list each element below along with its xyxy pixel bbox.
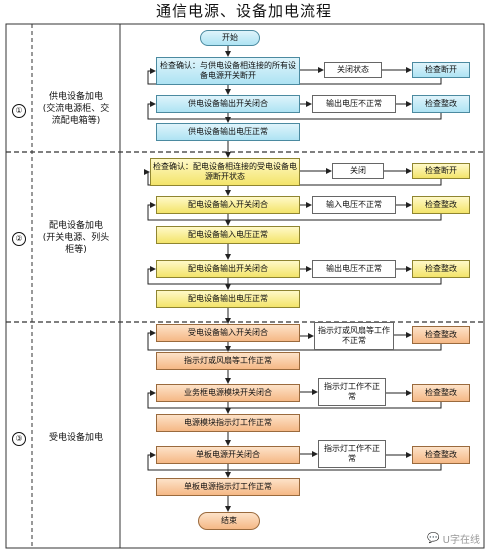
stage-3-number: ③ — [12, 432, 26, 446]
loop-back-arrow-3 — [144, 169, 442, 186]
stage3-light-fan-abnormal-node: 指示灯或风扇等工作不正常 — [314, 322, 394, 350]
loop-back-arrow-2 — [147, 101, 442, 120]
stage1-output-close-node: 供电设备输出开关闭合 — [156, 95, 300, 113]
diagram-title: 通信电源、设备加电流程 — [155, 2, 332, 20]
chat-bubble-icon: 💬 — [427, 533, 440, 544]
stage2-rectify-1-node: 检查整改 — [412, 196, 470, 214]
stage3-single-board-close-node: 单板电源开关闭合 — [156, 446, 300, 464]
stage2-fix-switch-node: 检查断开 — [412, 163, 470, 179]
stage-1-label: 供电设备加电 (交流电源柜、交 流配电箱等) — [42, 92, 110, 126]
stage2-output-abnormal-node: 输出电压不正常 — [312, 260, 396, 278]
watermark: 💬 U字在线 — [427, 531, 480, 546]
stage1-normal-node: 供电设备输出电压正常 — [156, 123, 300, 141]
loop-back-arrow-5 — [147, 266, 442, 285]
stage-2-number: ② — [12, 232, 26, 246]
stage3-rectify-2-node: 检查整改 — [412, 384, 470, 402]
stage-3-label: 受电设备加电 — [48, 433, 103, 443]
loop-back-arrow-7 — [147, 390, 442, 409]
stage3-module-light-normal-node: 电源模块指示灯工作正常 — [156, 414, 300, 432]
stage3-single-light-normal-node: 单板电源指示灯工作正常 — [156, 478, 300, 496]
outer-frame — [5, 23, 485, 549]
stage2-output-close-node: 配电设备输出开关闭合 — [156, 260, 300, 278]
stage2-state-node: 关闭 — [332, 163, 384, 179]
stage2-check-node: 检查确认：配电设备相连接的受电设备电源断开状态 — [150, 158, 300, 186]
stage3-rectify-1-node: 检查整改 — [412, 326, 470, 344]
stage3-input-close-node: 受电设备输入开关闭合 — [156, 324, 300, 342]
stage2-input-normal-node: 配电设备输入电压正常 — [156, 226, 300, 244]
stage-1-number: ① — [12, 104, 26, 118]
stage3-light-fan-normal-node: 指示灯或风扇等工作正常 — [156, 352, 300, 370]
stage3-light-abnormal-1-node: 指示灯工作不正常 — [318, 378, 386, 406]
stage3-board-close-node: 业务框电源模块开关闭合 — [156, 384, 300, 402]
stage1-state-node: 关闭状态 — [324, 62, 382, 78]
loop-back-arrow-8 — [147, 452, 442, 471]
watermark-text: U字在线 — [442, 535, 480, 546]
stage-2-label: 配电设备加电 (开关电源、列头 柜等) — [42, 221, 110, 255]
stage1-fix-switch-node: 检查断开 — [412, 62, 470, 78]
start-node: 开始 — [200, 30, 260, 46]
stage3-light-abnormal-2-node: 指示灯工作不正常 — [318, 440, 386, 468]
stage1-rectify-node: 检查整改 — [412, 95, 470, 113]
stage3-rectify-3-node: 检查整改 — [412, 446, 470, 464]
stage2-input-close-node: 配电设备输入开关闭合 — [156, 196, 300, 214]
stage2-output-normal-node: 配电设备输出电压正常 — [156, 290, 300, 308]
loop-back-arrow-1 — [147, 68, 442, 85]
stage2-rectify-2-node: 检查整改 — [412, 260, 470, 278]
stage1-output-abnormal-node: 输出电压不正常 — [312, 95, 396, 113]
stage2-input-abnormal-node: 输入电压不正常 — [312, 196, 396, 214]
flow-connectors — [144, 46, 442, 512]
stage1-check-node: 检查确认：与供电设备相连接的所有设备电源开关断开 — [156, 57, 300, 85]
end-node: 结束 — [198, 512, 260, 530]
loop-back-arrow-4 — [147, 202, 442, 221]
loop-back-arrow-6 — [147, 330, 442, 351]
